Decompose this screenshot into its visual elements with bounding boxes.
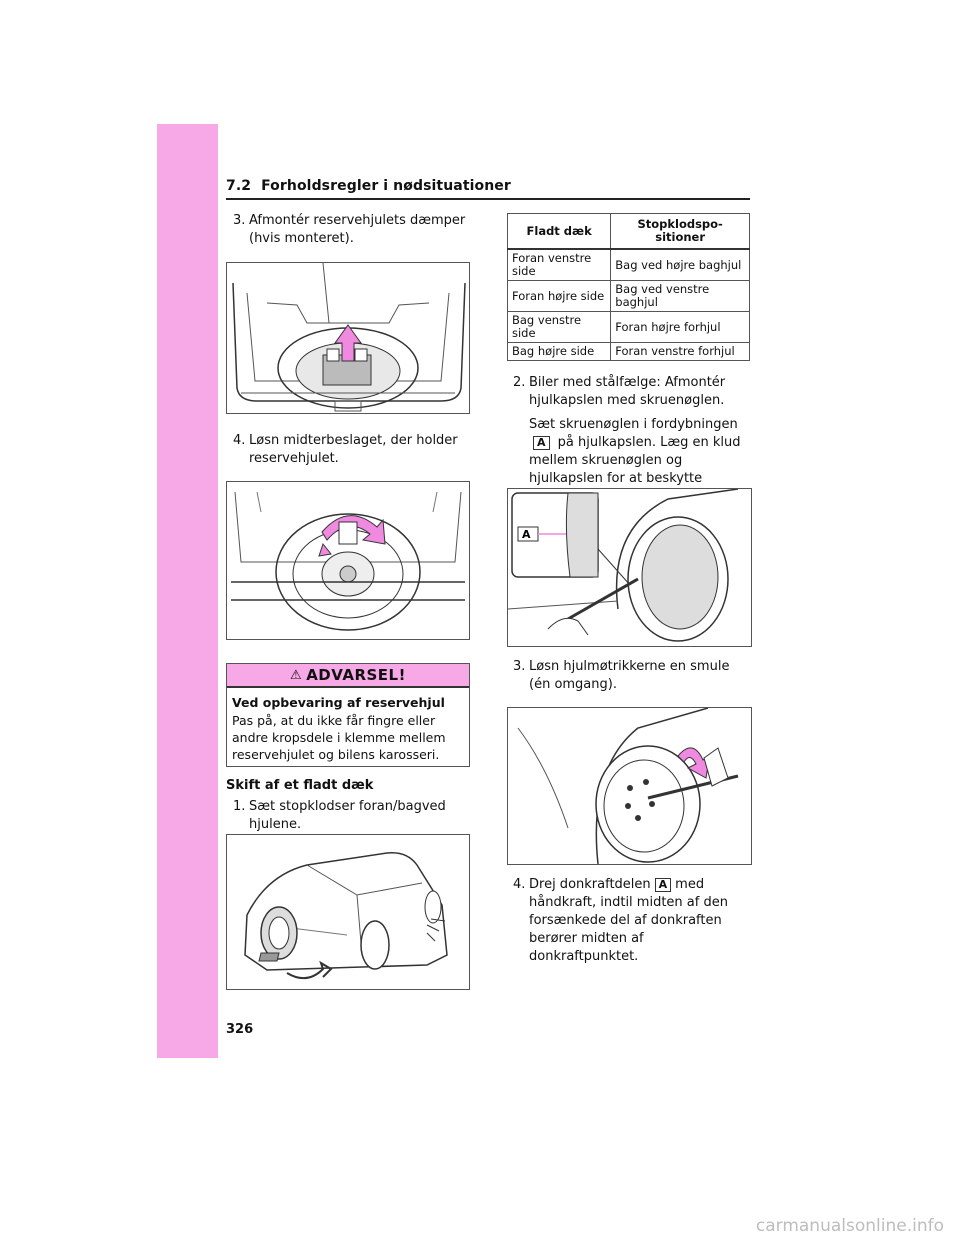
label-a-tag: A [533, 436, 550, 450]
warning-title: Ved opbevaring af reservehjul [232, 695, 445, 710]
figure-wheel-chocks [226, 834, 470, 990]
step-loosen-center-bracket: 4. Løsn midterbeslaget, der holder reser… [233, 433, 458, 466]
trunk-damper-illustration [232, 263, 466, 412]
wheel-chocks-illustration [244, 852, 448, 980]
center-bracket-illustration [231, 491, 465, 631]
section-heading: 7.2 Forholdsregler i nødsituationer [226, 178, 511, 194]
section-rule [226, 198, 750, 200]
subheading-flat-tire: Skift af et fladt dæk [226, 778, 374, 793]
step-remove-wheel-cover: 2. Biler med stålfælge: Afmontér hjulkap… [513, 375, 741, 504]
figure-center-bracket [226, 481, 470, 640]
loosen-nuts-illustration [517, 708, 739, 864]
figure-loosen-nuts [507, 707, 752, 865]
table-row: Bag venstre side Foran højre forhjul [506, 311, 750, 343]
page-number: 326 [226, 1022, 254, 1037]
figure-wheel-cover-removal: A [507, 488, 752, 647]
table-header-chock-positions: Stopklodspo-sitioner [610, 213, 750, 250]
step-loosen-nuts: 3. Løsn hjulmøtrikkerne en smule (én omg… [513, 659, 730, 692]
warning-box: ⚠ ADVARSEL! Ved opbevaring af reservehju… [226, 663, 470, 767]
table-header-flat-tire: Fladt dæk [506, 213, 612, 250]
warning-header: ⚠ ADVARSEL! [227, 664, 469, 688]
wheel-cover-illustration: A [508, 489, 739, 642]
table-row: Foran højre side Bag ved venstre baghjul [506, 280, 750, 312]
watermark: carmanualsonline.info [755, 1216, 944, 1236]
table-row: Foran venstre side Bag ved højre baghjul [506, 248, 750, 281]
step-place-chocks: 1. Sæt stopklodser foran/bagved hjulene. [233, 799, 446, 832]
figure-trunk-damper [226, 262, 470, 414]
chock-positions-table: Fladt dæk Stopklodspo-sitioner Foran ven… [506, 213, 750, 361]
warning-body: Pas på, at du ikke får fingre eller andr… [232, 713, 446, 762]
figure-label-a: A [522, 528, 531, 541]
label-a-tag: A [654, 878, 672, 892]
table-row: Bag højre side Foran venstre forhjul [506, 342, 750, 361]
step-remove-damper: 3. Afmontér reservehjulets dæmper (hvis … [233, 213, 466, 246]
warning-triangle-icon: ⚠ [290, 667, 303, 683]
